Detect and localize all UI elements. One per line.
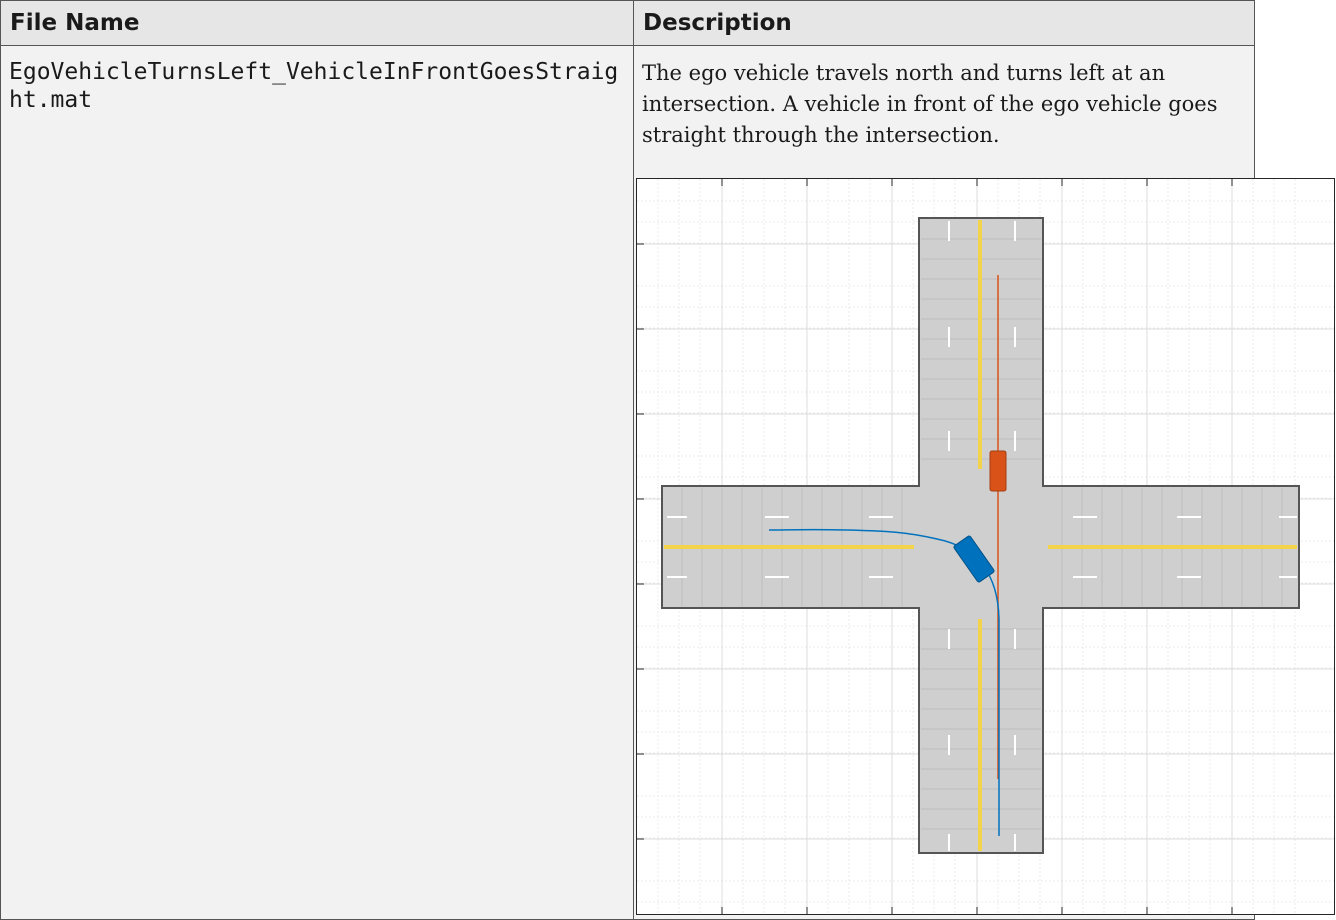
file-name-text: EgoVehicleTurnsLeft_VehicleInFrontGoesSt… xyxy=(9,59,619,113)
table-cell-file-name: EgoVehicleTurnsLeft_VehicleInFrontGoesSt… xyxy=(0,45,634,920)
yellow-center-lines xyxy=(664,220,1297,851)
scenario-svg xyxy=(637,179,1334,914)
other-vehicle xyxy=(989,450,1007,492)
ego-vehicle xyxy=(953,535,995,583)
axis-ticks xyxy=(637,179,1233,914)
description-text: The ego vehicle travels north and turns … xyxy=(642,61,1218,147)
header-file-name: File Name xyxy=(0,0,634,46)
header-description: Description xyxy=(633,0,1255,46)
white-lane-markers xyxy=(667,221,1297,851)
scenario-plot xyxy=(636,178,1335,915)
